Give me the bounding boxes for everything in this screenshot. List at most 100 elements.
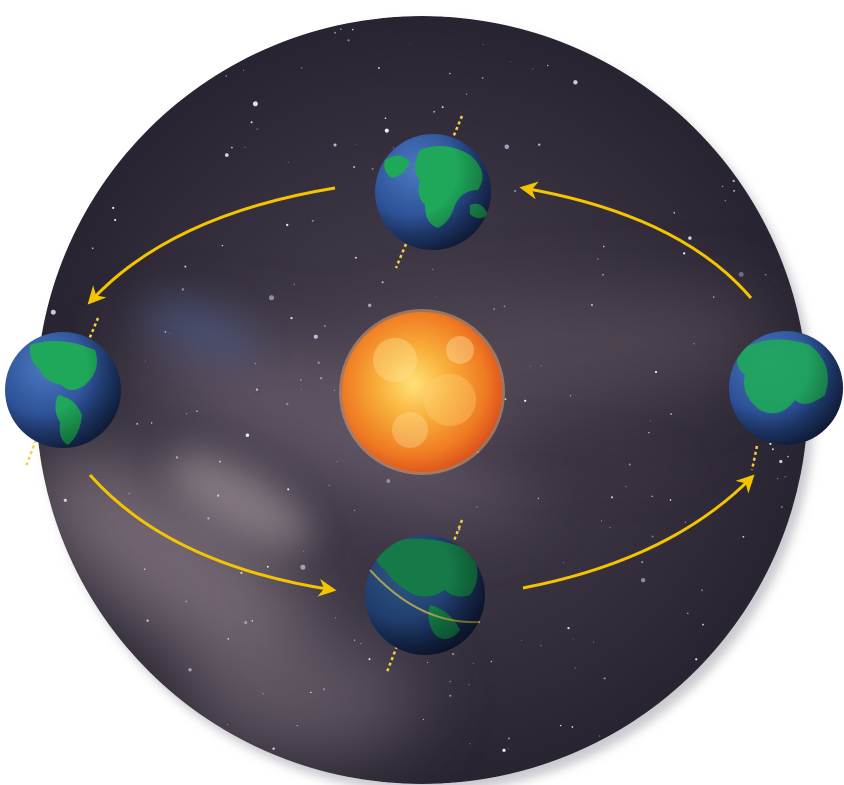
star bbox=[684, 521, 686, 523]
star bbox=[63, 498, 67, 502]
star bbox=[254, 362, 257, 365]
star bbox=[377, 67, 380, 69]
star bbox=[433, 110, 436, 113]
star bbox=[724, 65, 727, 67]
star bbox=[164, 331, 167, 333]
star bbox=[144, 746, 147, 749]
star bbox=[610, 496, 614, 499]
star bbox=[603, 53, 605, 55]
star bbox=[300, 379, 302, 381]
star bbox=[650, 420, 651, 422]
star bbox=[798, 293, 800, 296]
star bbox=[256, 128, 258, 130]
star bbox=[310, 691, 312, 694]
star bbox=[422, 718, 424, 720]
star bbox=[216, 25, 219, 27]
star bbox=[691, 709, 697, 715]
orbit-arrow-bottom-to-right bbox=[522, 474, 755, 590]
star bbox=[603, 677, 606, 680]
star bbox=[217, 494, 220, 497]
earth-icon bbox=[5, 332, 121, 448]
star bbox=[609, 527, 611, 529]
star bbox=[272, 747, 275, 750]
star bbox=[296, 725, 298, 727]
star bbox=[351, 28, 354, 31]
star bbox=[683, 252, 686, 255]
star bbox=[529, 365, 531, 367]
star bbox=[695, 658, 698, 661]
star bbox=[648, 432, 650, 434]
star bbox=[103, 114, 105, 116]
star bbox=[328, 484, 330, 487]
star bbox=[227, 724, 229, 726]
star bbox=[80, 138, 82, 141]
star bbox=[779, 459, 783, 464]
star bbox=[181, 288, 185, 291]
axis-line-bottom bbox=[385, 645, 399, 673]
star bbox=[481, 77, 484, 79]
star bbox=[287, 161, 289, 163]
star bbox=[384, 117, 387, 119]
star bbox=[781, 506, 783, 508]
star bbox=[333, 389, 336, 391]
star bbox=[368, 658, 371, 661]
star bbox=[384, 128, 389, 133]
star bbox=[681, 759, 683, 761]
earth-icon bbox=[729, 331, 843, 445]
earth-bottom bbox=[365, 519, 485, 673]
star bbox=[340, 28, 342, 30]
star bbox=[572, 638, 574, 640]
star bbox=[563, 562, 564, 564]
star bbox=[503, 305, 506, 308]
star bbox=[726, 156, 729, 159]
star bbox=[185, 413, 188, 415]
star bbox=[301, 67, 303, 69]
star bbox=[784, 476, 786, 478]
axis-line-bottom bbox=[24, 439, 38, 467]
star bbox=[392, 147, 394, 149]
earth-icon bbox=[365, 535, 485, 655]
star bbox=[227, 638, 230, 640]
star bbox=[255, 388, 259, 391]
star bbox=[738, 271, 744, 277]
star bbox=[769, 442, 772, 445]
star bbox=[41, 562, 46, 568]
star bbox=[564, 778, 567, 781]
star bbox=[711, 140, 713, 143]
star bbox=[333, 143, 337, 147]
star bbox=[250, 121, 253, 124]
star bbox=[244, 620, 248, 625]
star bbox=[648, 736, 650, 738]
axis-line-top bbox=[86, 317, 100, 343]
star bbox=[547, 64, 549, 67]
star bbox=[751, 46, 753, 48]
star bbox=[571, 726, 574, 728]
star bbox=[701, 589, 703, 591]
star bbox=[693, 717, 698, 722]
star bbox=[146, 619, 149, 622]
star bbox=[311, 219, 314, 222]
star bbox=[569, 777, 571, 780]
star bbox=[449, 680, 451, 683]
star bbox=[465, 93, 468, 95]
star bbox=[755, 730, 758, 733]
star bbox=[128, 493, 130, 495]
star bbox=[560, 724, 562, 727]
star bbox=[750, 694, 752, 695]
star bbox=[432, 268, 434, 270]
orbit-arrow-left-to-bottom bbox=[88, 474, 337, 597]
star bbox=[143, 568, 146, 570]
star bbox=[243, 69, 245, 71]
star bbox=[493, 308, 496, 310]
star bbox=[521, 639, 522, 641]
star bbox=[336, 461, 338, 462]
star bbox=[651, 495, 653, 497]
star bbox=[371, 167, 374, 170]
star bbox=[381, 281, 384, 284]
star bbox=[640, 578, 646, 583]
star bbox=[510, 61, 512, 63]
star bbox=[720, 695, 723, 698]
star bbox=[740, 84, 743, 87]
star bbox=[570, 395, 572, 397]
star bbox=[750, 481, 753, 484]
